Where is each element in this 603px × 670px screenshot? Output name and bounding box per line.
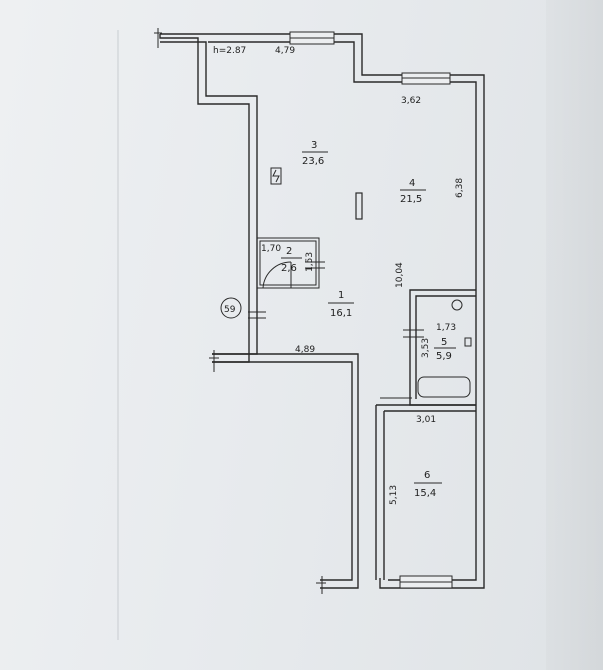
dim-wc-width: 1,73 [436,323,456,333]
room-2-number: 2 [286,246,292,257]
room-1-number: 1 [338,290,344,301]
room-3-area: 23,6 [302,156,324,167]
room-1-area: 16,1 [330,308,352,319]
room-4-area: 21,5 [400,194,422,205]
room-3-number: 3 [311,140,317,151]
dim-room6-height: 5,13 [389,485,399,505]
dim-bath-height: 1,53 [305,252,315,272]
floor-number: 59 [224,305,236,315]
outer-walls [154,28,485,594]
dim-room6-width: 3,01 [416,415,436,425]
dim-bath-width: 1,70 [261,244,281,254]
room-2-area: 2,6 [281,263,297,274]
room-6-area: 15,4 [414,488,436,499]
dim-top-wall: 4,79 [275,46,295,56]
dimension-labels: h=2.87 4,79 3,62 6,38 1,70 1,53 10,04 1,… [213,46,465,505]
room-4-number: 4 [409,178,415,189]
room-6-number: 6 [424,470,430,481]
floor-number-badge: 59 [220,297,242,319]
dim-room4-width: 3,62 [401,96,421,106]
dim-room4-height: 6,38 [455,178,465,198]
dim-wc-height: 3,53 [421,338,431,358]
room-labels: 3 23,6 4 21,5 2 2,6 1 16,1 5 5,9 6 15,4 [281,140,456,499]
dim-hall-width: 4,89 [295,345,315,355]
page-shadow [546,0,603,670]
room-5-area: 5,9 [436,351,452,362]
height-label: h=2.87 [213,46,246,56]
dim-corridor-length: 10,04 [395,262,405,288]
room-5-number: 5 [441,337,447,348]
interior-walls [248,167,476,580]
windows [289,31,453,589]
